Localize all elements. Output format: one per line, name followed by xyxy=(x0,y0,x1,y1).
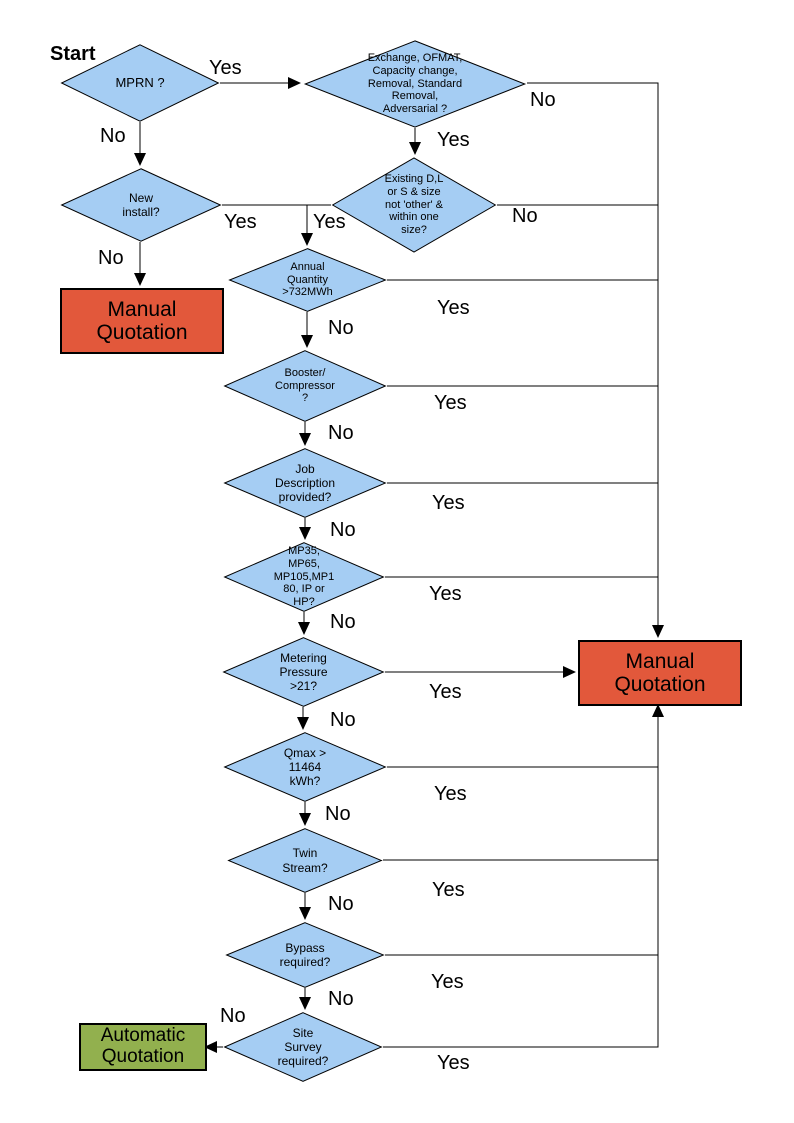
decision-qmax-label: Qmax > 11464 kWh? xyxy=(283,745,327,789)
edge-label-annual-yes: Yes xyxy=(437,297,470,319)
edge-label-bypass-yes: Yes xyxy=(431,971,464,993)
edge-label-bypass-no: No xyxy=(328,988,354,1010)
edge-label-metering-yes: Yes xyxy=(429,681,462,703)
decision-bypass-label: Bypass required? xyxy=(279,940,331,969)
diamond-shape xyxy=(303,40,527,128)
edge-label-exchange-yes: Yes xyxy=(437,129,470,151)
edge-label-metering-no: No xyxy=(330,709,356,731)
decision-job-description: Job Description provided? xyxy=(223,448,387,518)
edge-label-job-yes: Yes xyxy=(432,492,465,514)
diamond-shape xyxy=(228,248,387,312)
diamond-shape xyxy=(223,542,385,612)
decision-annual-quantity: Annual Quantity >732MWh xyxy=(228,248,387,312)
decision-new-install-label: New install? xyxy=(122,190,160,219)
edge-label-mprn-yes: Yes xyxy=(209,57,242,79)
decision-site-survey-label: Site Survey required? xyxy=(277,1025,329,1069)
edge-label-booster-yes: Yes xyxy=(434,392,467,414)
edge-label-mp-yes: Yes xyxy=(429,583,462,605)
edge-label-existing-no: No xyxy=(512,205,538,227)
decision-mprn: MPRN ? xyxy=(60,44,220,122)
edge-label-job-no: No xyxy=(330,519,356,541)
decision-exchange-ofmat: Exchange, OFMAT, Capacity change, Remova… xyxy=(303,40,527,128)
edge-label-annual-no: No xyxy=(328,317,354,339)
manual-quotation-box-left: Manual Quotation xyxy=(60,288,224,354)
decision-bypass: Bypass required? xyxy=(225,922,385,988)
edge-label-booster-no: No xyxy=(328,422,354,444)
decision-booster-compressor: Booster/ Compressor ? xyxy=(223,350,387,422)
decision-new-install: New install? xyxy=(60,168,222,242)
edge-label-new-install-yes: Yes xyxy=(224,211,257,233)
decision-mprn-label: MPRN ? xyxy=(115,75,165,91)
decision-mp-pressure-tier-label: MP35, MP65, MP105,MP1 80, IP or HP? xyxy=(273,544,335,609)
decision-metering-pressure-label: Metering Pressure >21? xyxy=(279,650,328,694)
decision-twin-stream: Twin Stream? xyxy=(227,828,383,893)
edge-label-qmax-no: No xyxy=(325,803,351,825)
diamond-shape xyxy=(223,732,387,802)
edge-label-mp-no: No xyxy=(330,611,356,633)
diamond-shape xyxy=(60,168,222,242)
diamond-shape xyxy=(223,448,387,518)
edge-label-mprn-no: No xyxy=(100,125,126,147)
decision-qmax: Qmax > 11464 kWh? xyxy=(223,732,387,802)
start-label: Start xyxy=(50,43,96,65)
decision-job-description-label: Job Description provided? xyxy=(274,461,336,505)
edge-label-site-survey-yes: Yes xyxy=(437,1052,470,1074)
edge-label-new-install-no: No xyxy=(98,247,124,269)
decision-twin-stream-label: Twin Stream? xyxy=(282,846,328,875)
edge-label-twin-no: No xyxy=(328,893,354,915)
edge-label-site-survey-no: No xyxy=(220,1005,246,1027)
manual-quotation-box-right: Manual Quotation xyxy=(578,640,742,706)
diamond-shape xyxy=(227,828,383,893)
decision-site-survey: Site Survey required? xyxy=(223,1012,383,1082)
decision-exchange-ofmat-label: Exchange, OFMAT, Capacity change, Remova… xyxy=(367,51,463,116)
edge-label-qmax-yes: Yes xyxy=(434,783,467,805)
diamond-shape xyxy=(223,350,387,422)
decision-existing-size: Existing D,L or S & size not 'other' & w… xyxy=(331,157,497,253)
decision-booster-compressor-label: Booster/ Compressor ? xyxy=(275,366,335,405)
decision-annual-quantity-label: Annual Quantity >732MWh xyxy=(282,260,333,299)
decision-mp-pressure-tier: MP35, MP65, MP105,MP1 80, IP or HP? xyxy=(223,542,385,612)
decision-existing-size-label: Existing D,L or S & size not 'other' & w… xyxy=(384,172,444,237)
diamond-shape xyxy=(225,922,385,988)
edge-label-exchange-no: No xyxy=(530,89,556,111)
diamond-shape xyxy=(331,157,497,253)
diamond-shape xyxy=(223,1012,383,1082)
diamond-shape xyxy=(60,44,220,122)
edge-label-existing-yes: Yes xyxy=(313,211,346,233)
automatic-quotation-box: Automatic Quotation xyxy=(79,1023,207,1071)
decision-metering-pressure: Metering Pressure >21? xyxy=(222,637,385,707)
edge-label-twin-yes: Yes xyxy=(432,879,465,901)
diamond-shape xyxy=(222,637,385,707)
